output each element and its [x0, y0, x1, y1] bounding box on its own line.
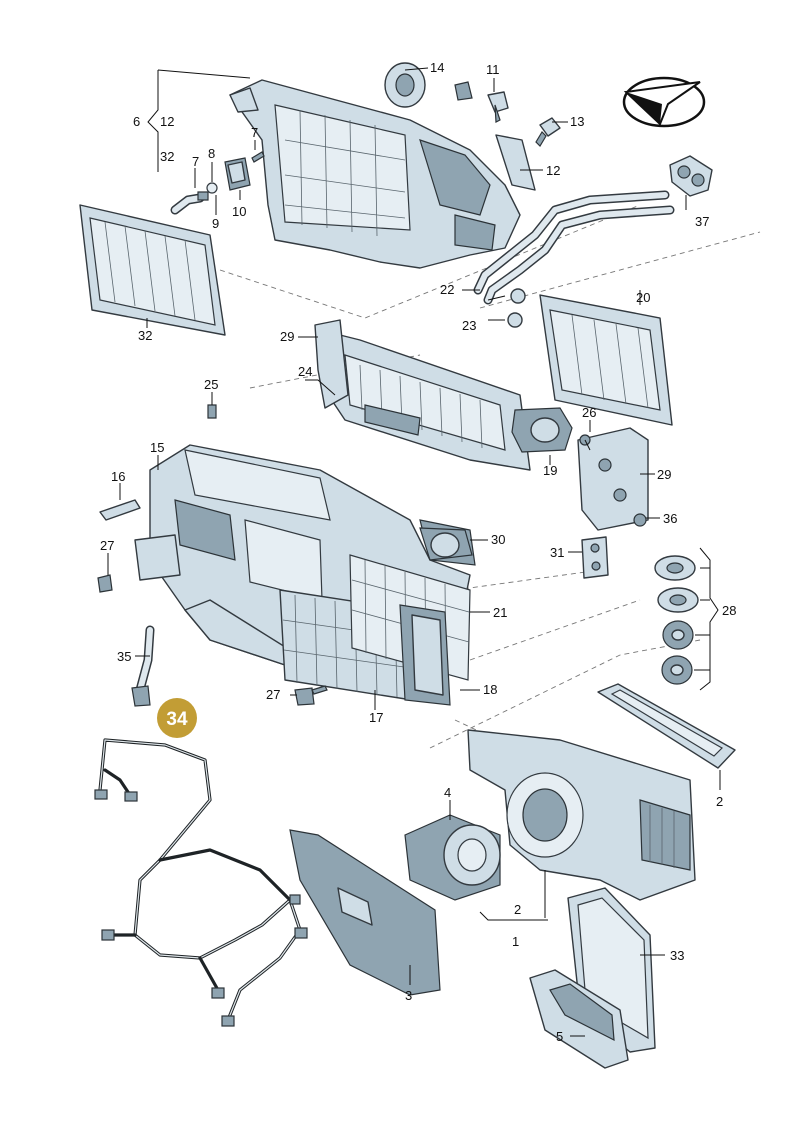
callout-number: 18 [483, 682, 497, 697]
highlight-badge-circle [157, 698, 197, 738]
sensor-part [454, 81, 509, 123]
callout-number: 8 [208, 146, 215, 161]
callout-number: 17 [369, 710, 383, 725]
callout-number: 7 [251, 125, 258, 140]
sender-part [97, 574, 328, 706]
clip-part [507, 288, 526, 328]
direction-arrow-icon [622, 76, 706, 128]
callout-number: 2 [514, 902, 521, 917]
callout-number: 4 [444, 785, 451, 800]
callout-number: 16 [111, 469, 125, 484]
actuator-motor-part [511, 407, 573, 453]
coolant-pipe-part [473, 190, 675, 305]
air-flap-assembly-part [319, 329, 531, 471]
callout-labels: 14 11 13 12 6 12 32 7 8 7 10 9 37 32 22 … [100, 60, 736, 1044]
air-duct-part [529, 969, 629, 1069]
leader-lines [107, 67, 721, 1037]
callout-number: 25 [204, 377, 218, 392]
callout-number: 27 [266, 687, 280, 702]
callout-number: 19 [543, 463, 557, 478]
callout-number: 3 [405, 988, 412, 1003]
blower-housing-part [467, 729, 696, 901]
callout-number: 13 [570, 114, 584, 129]
retaining-bracket-part [99, 499, 141, 521]
callout-number: 14 [430, 60, 444, 75]
callout-number: 10 [232, 204, 246, 219]
callout-number: 32 [160, 149, 174, 164]
callout-number: 22 [440, 282, 454, 297]
evaporator-part [79, 193, 226, 336]
callout-number: 24 [298, 364, 312, 379]
heat-exchanger-part [539, 294, 673, 426]
callout-number: 15 [150, 440, 164, 455]
callout-number: 31 [550, 545, 564, 560]
flange-seal-part [669, 155, 713, 197]
callout-number: 27 [100, 538, 114, 553]
callout-number: 2 [716, 794, 723, 809]
callout-number: 6 [133, 114, 140, 129]
callout-number: 35 [117, 649, 131, 664]
stepper-motor-part [419, 527, 473, 561]
callout-number: 23 [462, 318, 476, 333]
flap-bracket-part [314, 319, 649, 531]
callout-number: 11 [486, 62, 500, 77]
highlight-badge-number: 34 [166, 709, 188, 730]
expansion-valve-part [197, 151, 265, 201]
mounting-plate-part [581, 536, 609, 579]
callout-number: 28 [722, 603, 736, 618]
grommet-part [384, 62, 426, 108]
highlight-badge[interactable]: 34 [157, 698, 197, 738]
callout-number: 12 [546, 163, 560, 178]
callout-number: 12 [160, 114, 174, 129]
callout-number: 33 [670, 948, 684, 963]
wiring-harness-part [94, 738, 308, 1027]
callout-number: 26 [582, 405, 596, 420]
blower-motor-part [404, 814, 501, 901]
callout-number: 29 [280, 329, 294, 344]
callout-number: 9 [212, 216, 219, 231]
screw-part [579, 434, 591, 451]
callout-number: 37 [695, 214, 709, 229]
callout-number: 5 [556, 1029, 563, 1044]
callout-number: 20 [636, 290, 650, 305]
housing-cover-part [229, 79, 521, 269]
callout-number: 29 [657, 467, 671, 482]
callout-number: 36 [663, 511, 677, 526]
callout-number: 7 [192, 154, 199, 169]
seal-part [495, 134, 536, 191]
heater-element-part [399, 604, 451, 706]
small-clip-part [207, 404, 217, 419]
insulation-mat-part [289, 829, 441, 996]
gear-wheel-part [654, 555, 699, 685]
callout-number: 1 [512, 934, 519, 949]
callout-number: 21 [493, 605, 507, 620]
frame-seal-part [597, 683, 736, 769]
fastening-screw-part [633, 513, 647, 527]
callout-number: 30 [491, 532, 505, 547]
drain-hose-part [131, 625, 155, 707]
callout-number: 32 [138, 328, 152, 343]
